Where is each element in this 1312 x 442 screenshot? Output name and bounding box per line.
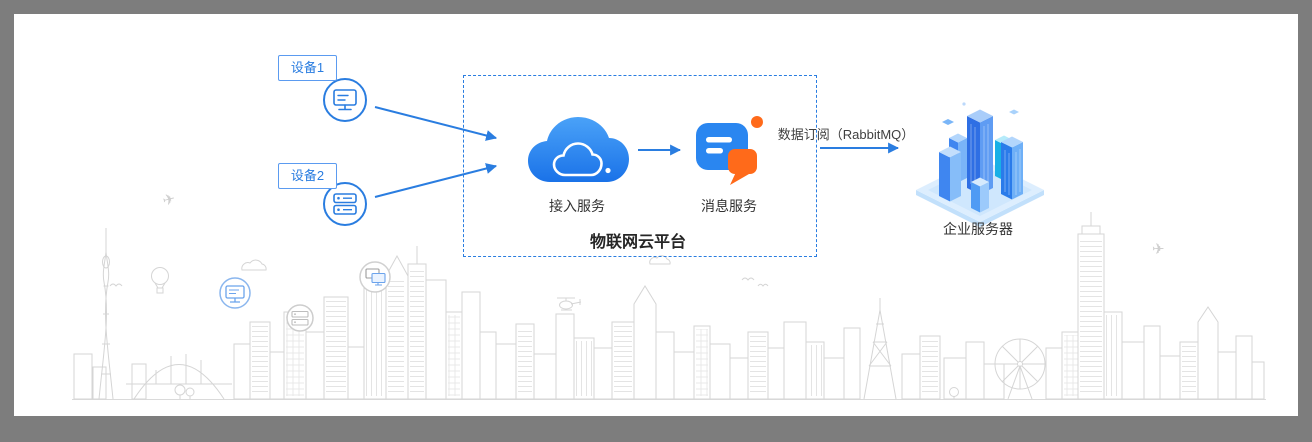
cloud-sketch (649, 255, 671, 265)
faded-server-device-icon (286, 304, 314, 332)
message-service-label: 消息服务 (701, 198, 757, 214)
skyline-sky-details: ✈ ✈ (109, 190, 1165, 311)
enterprise-server-icon (916, 102, 1044, 227)
skyline-buildings (72, 212, 1266, 400)
device-1-icon (323, 78, 367, 122)
device-2-icon (323, 182, 367, 226)
iot-platform-boundary (463, 75, 817, 257)
access-service-label: 接入服务 (549, 198, 605, 214)
skyline-device-badges (219, 261, 391, 332)
device-1-label: 设备1 (278, 55, 337, 81)
helicopter-sketch (557, 297, 582, 311)
enterprise-server-label: 企业服务器 (943, 221, 1013, 237)
arrow-device1-to-platform (374, 106, 498, 141)
message-icon (696, 116, 763, 185)
airplane-icon: ✈ (1152, 241, 1165, 258)
faded-desktop-device-icon (219, 277, 251, 309)
faded-dual-monitor-icon (359, 261, 391, 293)
arrow-device2-to-platform (374, 163, 498, 198)
cloud-sketch (241, 259, 267, 271)
birds-sketch (109, 283, 123, 287)
birds-sketch (741, 277, 769, 287)
city-skyline-background: ✈ ✈ (72, 190, 1266, 400)
cloud-icon (528, 117, 629, 182)
diagram-canvas: ✈ ✈ (14, 14, 1298, 416)
platform-title: 物联网云平台 (589, 234, 686, 251)
device-2-label: 设备2 (278, 163, 337, 189)
flow-arrows (374, 106, 900, 198)
subscription-label: 数据订阅（RabbitMQ） (777, 127, 915, 142)
airplane-icon: ✈ (161, 190, 177, 210)
diagram-graphics (323, 78, 1044, 227)
